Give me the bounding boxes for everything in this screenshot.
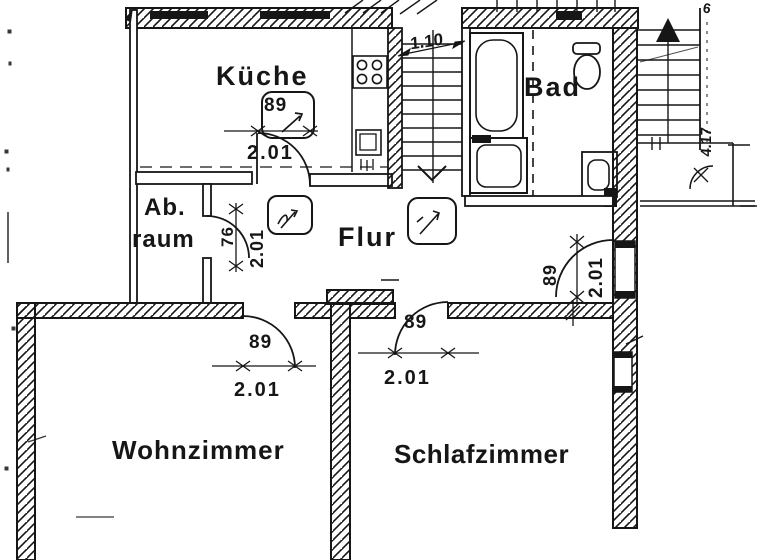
room-label-schlafzimmer: Schlafzimmer [394,439,570,469]
dim-aussentreppe: 4.17 [698,126,715,158]
lower-walls [16,289,614,560]
dim-schlafzimmer-door-height: 2.01 [384,367,431,389]
entry-door-arc [555,239,614,298]
stair-wall [387,27,403,189]
kitchen-door [224,91,318,186]
wall-tick [565,300,581,326]
stamp-check-mark [281,112,304,133]
dim-wohnzimmer-door-height: 2.01 [234,379,281,401]
toilet-icon [572,42,601,90]
stair-landing [637,137,757,207]
dim-abraum-door-height: 2.01 [247,228,267,268]
wohnzimmer-door-arc [242,315,296,369]
kitchen-door-arc [257,132,311,186]
kitchen-window-left [150,11,208,19]
kitchen-door-stamp [261,91,315,139]
stair-width-dimension [397,40,466,57]
landing-door-arc [689,165,714,190]
dim-kueche-door-height: 2.01 [247,142,294,164]
room-label-abraum-line2: raum [132,226,195,253]
right-exterior-wall [612,27,644,529]
room-label-flur: Flur [338,222,397,252]
exterior-stairs [637,8,757,207]
schlafzimmer-door [358,301,479,359]
entry-door [555,234,614,304]
dim-eingang-door-width: 89 [540,263,560,286]
room-label-abraum-line1: Ab. [144,194,186,221]
bathtub-icon [469,32,524,143]
interior-stairs [387,27,471,197]
abraum-wall [202,183,250,304]
stair-up-arrow [656,18,680,42]
top-wall-kitchen [125,7,393,29]
wall-tick [625,335,644,345]
left-exterior-wall [16,302,36,560]
stair-right-wall [461,27,471,197]
schlafzimmer-window [613,351,633,393]
stamp-check-mark [416,210,440,235]
wohnzimmer-door [212,315,316,372]
room-label-wohnzimmer: Wohnzimmer [112,435,285,465]
dim-wohnzimmer-door-width: 89 [249,332,273,353]
kitchen-bottom-wall [135,166,393,187]
dim-eingang-door-height: 2.01 [586,257,607,298]
dim-innentreppe-breite: 1.10 [409,29,444,54]
stove-icon [352,55,388,89]
abraum-door-dimension [228,203,244,272]
flur-stamp-left [267,195,313,235]
dim-abraum-door-width: 76 [218,226,237,247]
dim-kueche-door-width: 89 [264,95,288,116]
kitchen-counter [351,28,388,172]
stair-down-arrow [417,165,447,182]
dim-schlafzimmer-door-width: 89 [404,312,428,333]
bathroom [464,30,618,207]
scan-artifacts [4,29,114,518]
corner-arrow-mark [125,8,133,22]
room-label-kueche: Küche [216,61,309,91]
entry-door-in-wall [614,240,636,299]
schlafzimmer-door-arc [394,301,449,356]
shower-icon [469,137,528,194]
bad-window [556,11,582,20]
flur-stamp-right [407,197,457,245]
dividing-wall [330,302,351,560]
bad-south-wall [464,195,614,207]
stamp-check-mark [277,209,299,229]
kitchen-left-wall [129,9,138,304]
room-label-bad: Bad [524,72,582,102]
top-wall-bad [461,7,639,29]
upper-storey-marks [344,0,616,15]
kitchen-sink-icon [355,129,382,171]
kitchen-window-right [260,11,330,19]
